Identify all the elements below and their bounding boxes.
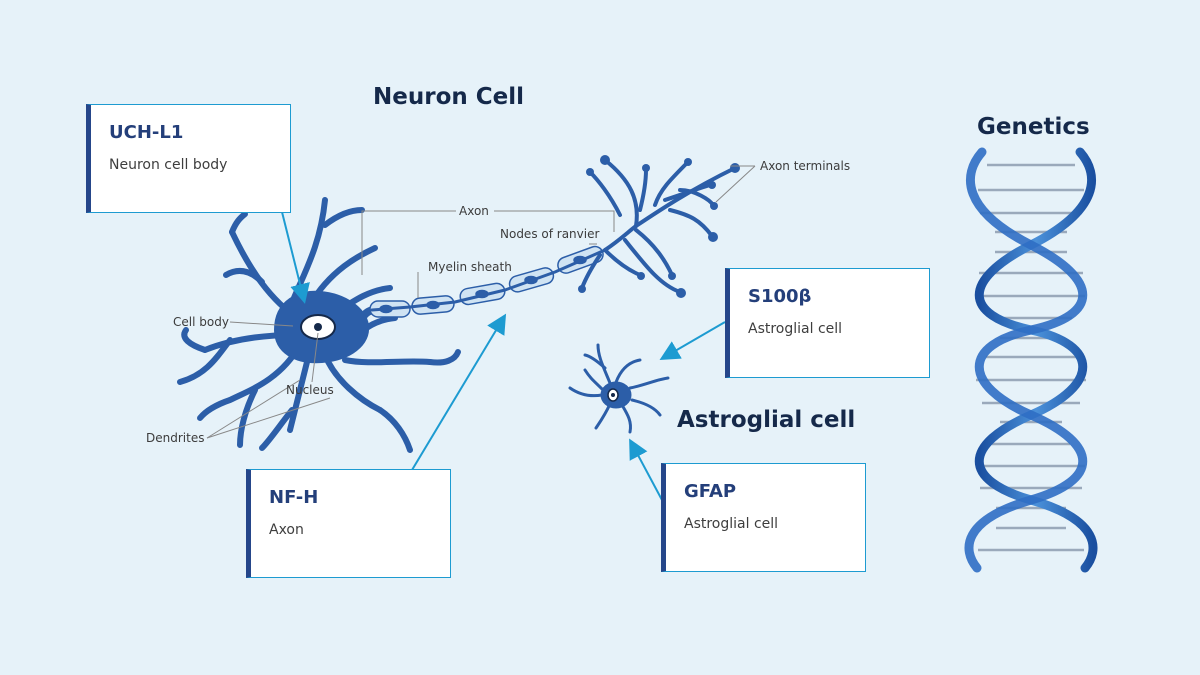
- arrow-gfap: [629, 438, 663, 501]
- neuron: [177, 155, 740, 453]
- card-title: GFAP: [684, 481, 737, 502]
- card-subtitle: Astroglial cell: [748, 321, 843, 337]
- helix-strand-a: [974, 147, 1098, 573]
- astroglial-cell-title: Astroglial cell: [677, 407, 856, 433]
- annotation-arrows: [281, 211, 726, 501]
- label-cell-body: Cell body: [173, 315, 229, 329]
- label-myelin-sheath: Myelin sheath: [428, 260, 512, 274]
- neuron-labels: Axon Axon terminals Nodes of ranvier Mye…: [146, 159, 850, 445]
- label-axon-terminals: Axon terminals: [760, 159, 850, 173]
- label-axon: Axon: [459, 204, 489, 218]
- helix-strand-b: [964, 147, 1088, 573]
- biomarker-card-uch-l1: UCH-L1 Neuron cell body: [86, 104, 291, 213]
- dna-helix: [964, 147, 1098, 573]
- biomarker-card-nf-h: NF-H Axon: [246, 469, 451, 578]
- axon-terminals: [580, 158, 737, 294]
- neuron-leader-lines: [206, 165, 756, 439]
- label-nodes-of-ranvier: Nodes of ranvier: [500, 227, 599, 241]
- label-dendrites: Dendrites: [146, 431, 204, 445]
- arrow-nfh: [411, 313, 507, 471]
- card-subtitle: Neuron cell body: [109, 157, 228, 173]
- terminal-knobs: [578, 155, 740, 298]
- arrow-uch: [281, 211, 310, 304]
- label-nucleus: Nucleus: [286, 383, 334, 397]
- card-title: NF-H: [269, 487, 319, 508]
- card-title: UCH-L1: [109, 122, 184, 143]
- genetics-title: Genetics: [977, 114, 1090, 140]
- biomarker-card-gfap: GFAP Astroglial cell: [661, 463, 866, 572]
- arrow-s100: [659, 321, 726, 361]
- biomarker-card-s100b: S100β Astroglial cell: [725, 268, 930, 378]
- card-title: S100β: [748, 286, 812, 307]
- card-subtitle: Axon: [269, 522, 304, 538]
- card-subtitle: Astroglial cell: [684, 516, 779, 532]
- astroglial-cell: [568, 343, 670, 434]
- neuron-cell-title: Neuron Cell: [373, 84, 524, 110]
